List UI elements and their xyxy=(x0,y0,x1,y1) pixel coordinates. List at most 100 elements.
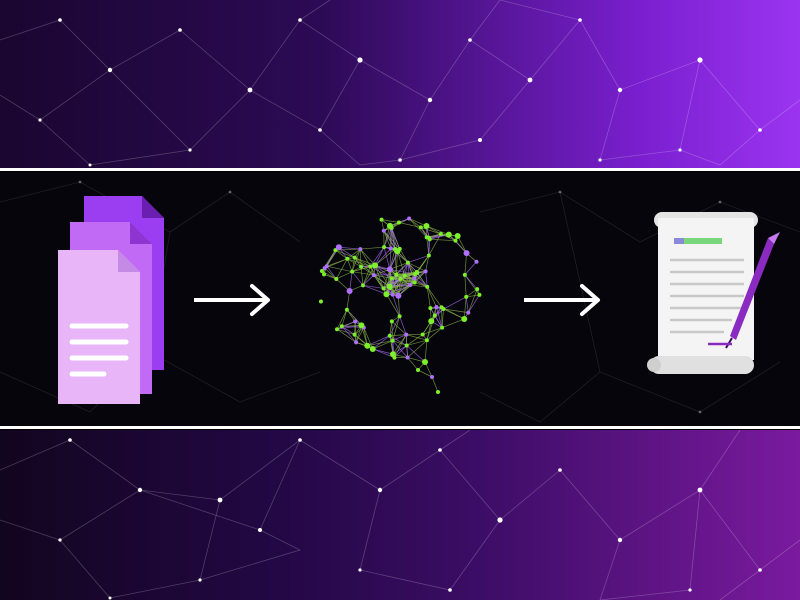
brain-node xyxy=(423,223,430,230)
brain-node xyxy=(372,262,379,269)
brain-node xyxy=(333,248,338,253)
brain-node xyxy=(412,280,417,285)
brain-node xyxy=(462,272,467,277)
brain-node xyxy=(427,237,432,242)
brain-node xyxy=(428,318,435,325)
brain-node xyxy=(474,259,479,264)
brain-node xyxy=(420,332,425,337)
brain-node xyxy=(382,245,387,250)
brain-node xyxy=(358,322,365,329)
brain-node xyxy=(424,338,429,343)
brain-node xyxy=(475,287,480,292)
brain-node xyxy=(445,231,452,238)
brain-node xyxy=(319,269,324,274)
brain-node xyxy=(432,313,437,318)
brain-node xyxy=(395,292,402,299)
brain-node xyxy=(394,248,401,255)
brain-node xyxy=(381,228,386,233)
brain-node xyxy=(335,327,340,332)
brain-node xyxy=(405,260,410,265)
brain-node xyxy=(352,332,357,337)
brain-node xyxy=(453,238,458,243)
brain-node xyxy=(439,305,444,310)
brain-node xyxy=(463,250,470,257)
brain-node xyxy=(461,315,468,322)
brain-node xyxy=(381,286,386,291)
brain-node xyxy=(334,276,339,281)
brain-node xyxy=(383,291,390,298)
brain-node xyxy=(416,368,420,372)
documents-icon xyxy=(52,194,172,420)
network-background-bottom xyxy=(0,430,800,600)
brain-node xyxy=(346,287,353,294)
brain-node xyxy=(359,264,364,269)
brain-node xyxy=(466,310,471,315)
brain-node xyxy=(396,220,401,225)
divider-line xyxy=(0,168,800,171)
document-front xyxy=(58,250,140,420)
brain-node xyxy=(390,292,395,297)
brain-node xyxy=(388,246,393,251)
brain-node xyxy=(407,216,412,221)
brain-node xyxy=(389,319,394,324)
network-background-top xyxy=(0,0,800,167)
brain-node xyxy=(436,390,440,394)
brain-node xyxy=(440,325,445,330)
brain-node xyxy=(379,217,384,222)
brain-node xyxy=(392,355,397,360)
brain-node xyxy=(408,283,413,288)
brain-node xyxy=(360,283,365,288)
brain-node xyxy=(390,338,395,343)
brain-node xyxy=(386,266,393,273)
brain-node xyxy=(464,294,469,299)
brain-node xyxy=(345,256,350,261)
brain-node xyxy=(371,273,376,278)
brain-node xyxy=(428,306,433,311)
top-network-band xyxy=(0,0,800,168)
brain-node xyxy=(339,324,344,329)
brain-node xyxy=(454,232,461,239)
brain-node xyxy=(425,284,430,289)
brain-node xyxy=(423,269,428,274)
brain-node xyxy=(352,255,357,260)
bottom-network-band xyxy=(0,430,800,600)
brain-node xyxy=(322,272,327,277)
brain-node xyxy=(389,276,394,281)
right-arrow-icon xyxy=(190,282,280,322)
pipeline-band xyxy=(0,172,800,426)
brain-node xyxy=(368,264,373,269)
brain-node xyxy=(386,222,393,229)
brain-node xyxy=(398,276,403,281)
brain-node xyxy=(412,276,417,281)
brain-node xyxy=(426,253,431,258)
right-arrow-icon xyxy=(520,282,610,322)
brain-node xyxy=(369,345,376,352)
brain-node xyxy=(434,305,439,310)
brain-node xyxy=(414,269,419,274)
brain-node xyxy=(402,273,407,278)
neural-network-brain-icon xyxy=(300,192,500,416)
brain-node xyxy=(418,225,423,230)
brain-node xyxy=(394,272,399,277)
brain-node xyxy=(353,319,358,324)
brain-node xyxy=(318,299,323,304)
brain-node xyxy=(350,269,355,274)
brain-node xyxy=(322,266,327,271)
divider-line xyxy=(0,426,800,429)
brain-node xyxy=(477,292,482,297)
brain-node xyxy=(397,314,402,319)
brain-node xyxy=(354,340,359,345)
scroll-with-quill-icon xyxy=(640,208,780,382)
brain-node xyxy=(404,332,409,337)
brain-node xyxy=(424,235,429,240)
brain-node xyxy=(344,307,349,312)
brain-node xyxy=(422,359,428,365)
brain-node xyxy=(364,342,371,349)
brain-node xyxy=(404,343,409,348)
brain-node xyxy=(405,355,410,360)
brain-node xyxy=(358,247,363,252)
brain-node xyxy=(438,231,443,236)
brain-node xyxy=(386,283,393,290)
brain-node xyxy=(387,333,392,338)
